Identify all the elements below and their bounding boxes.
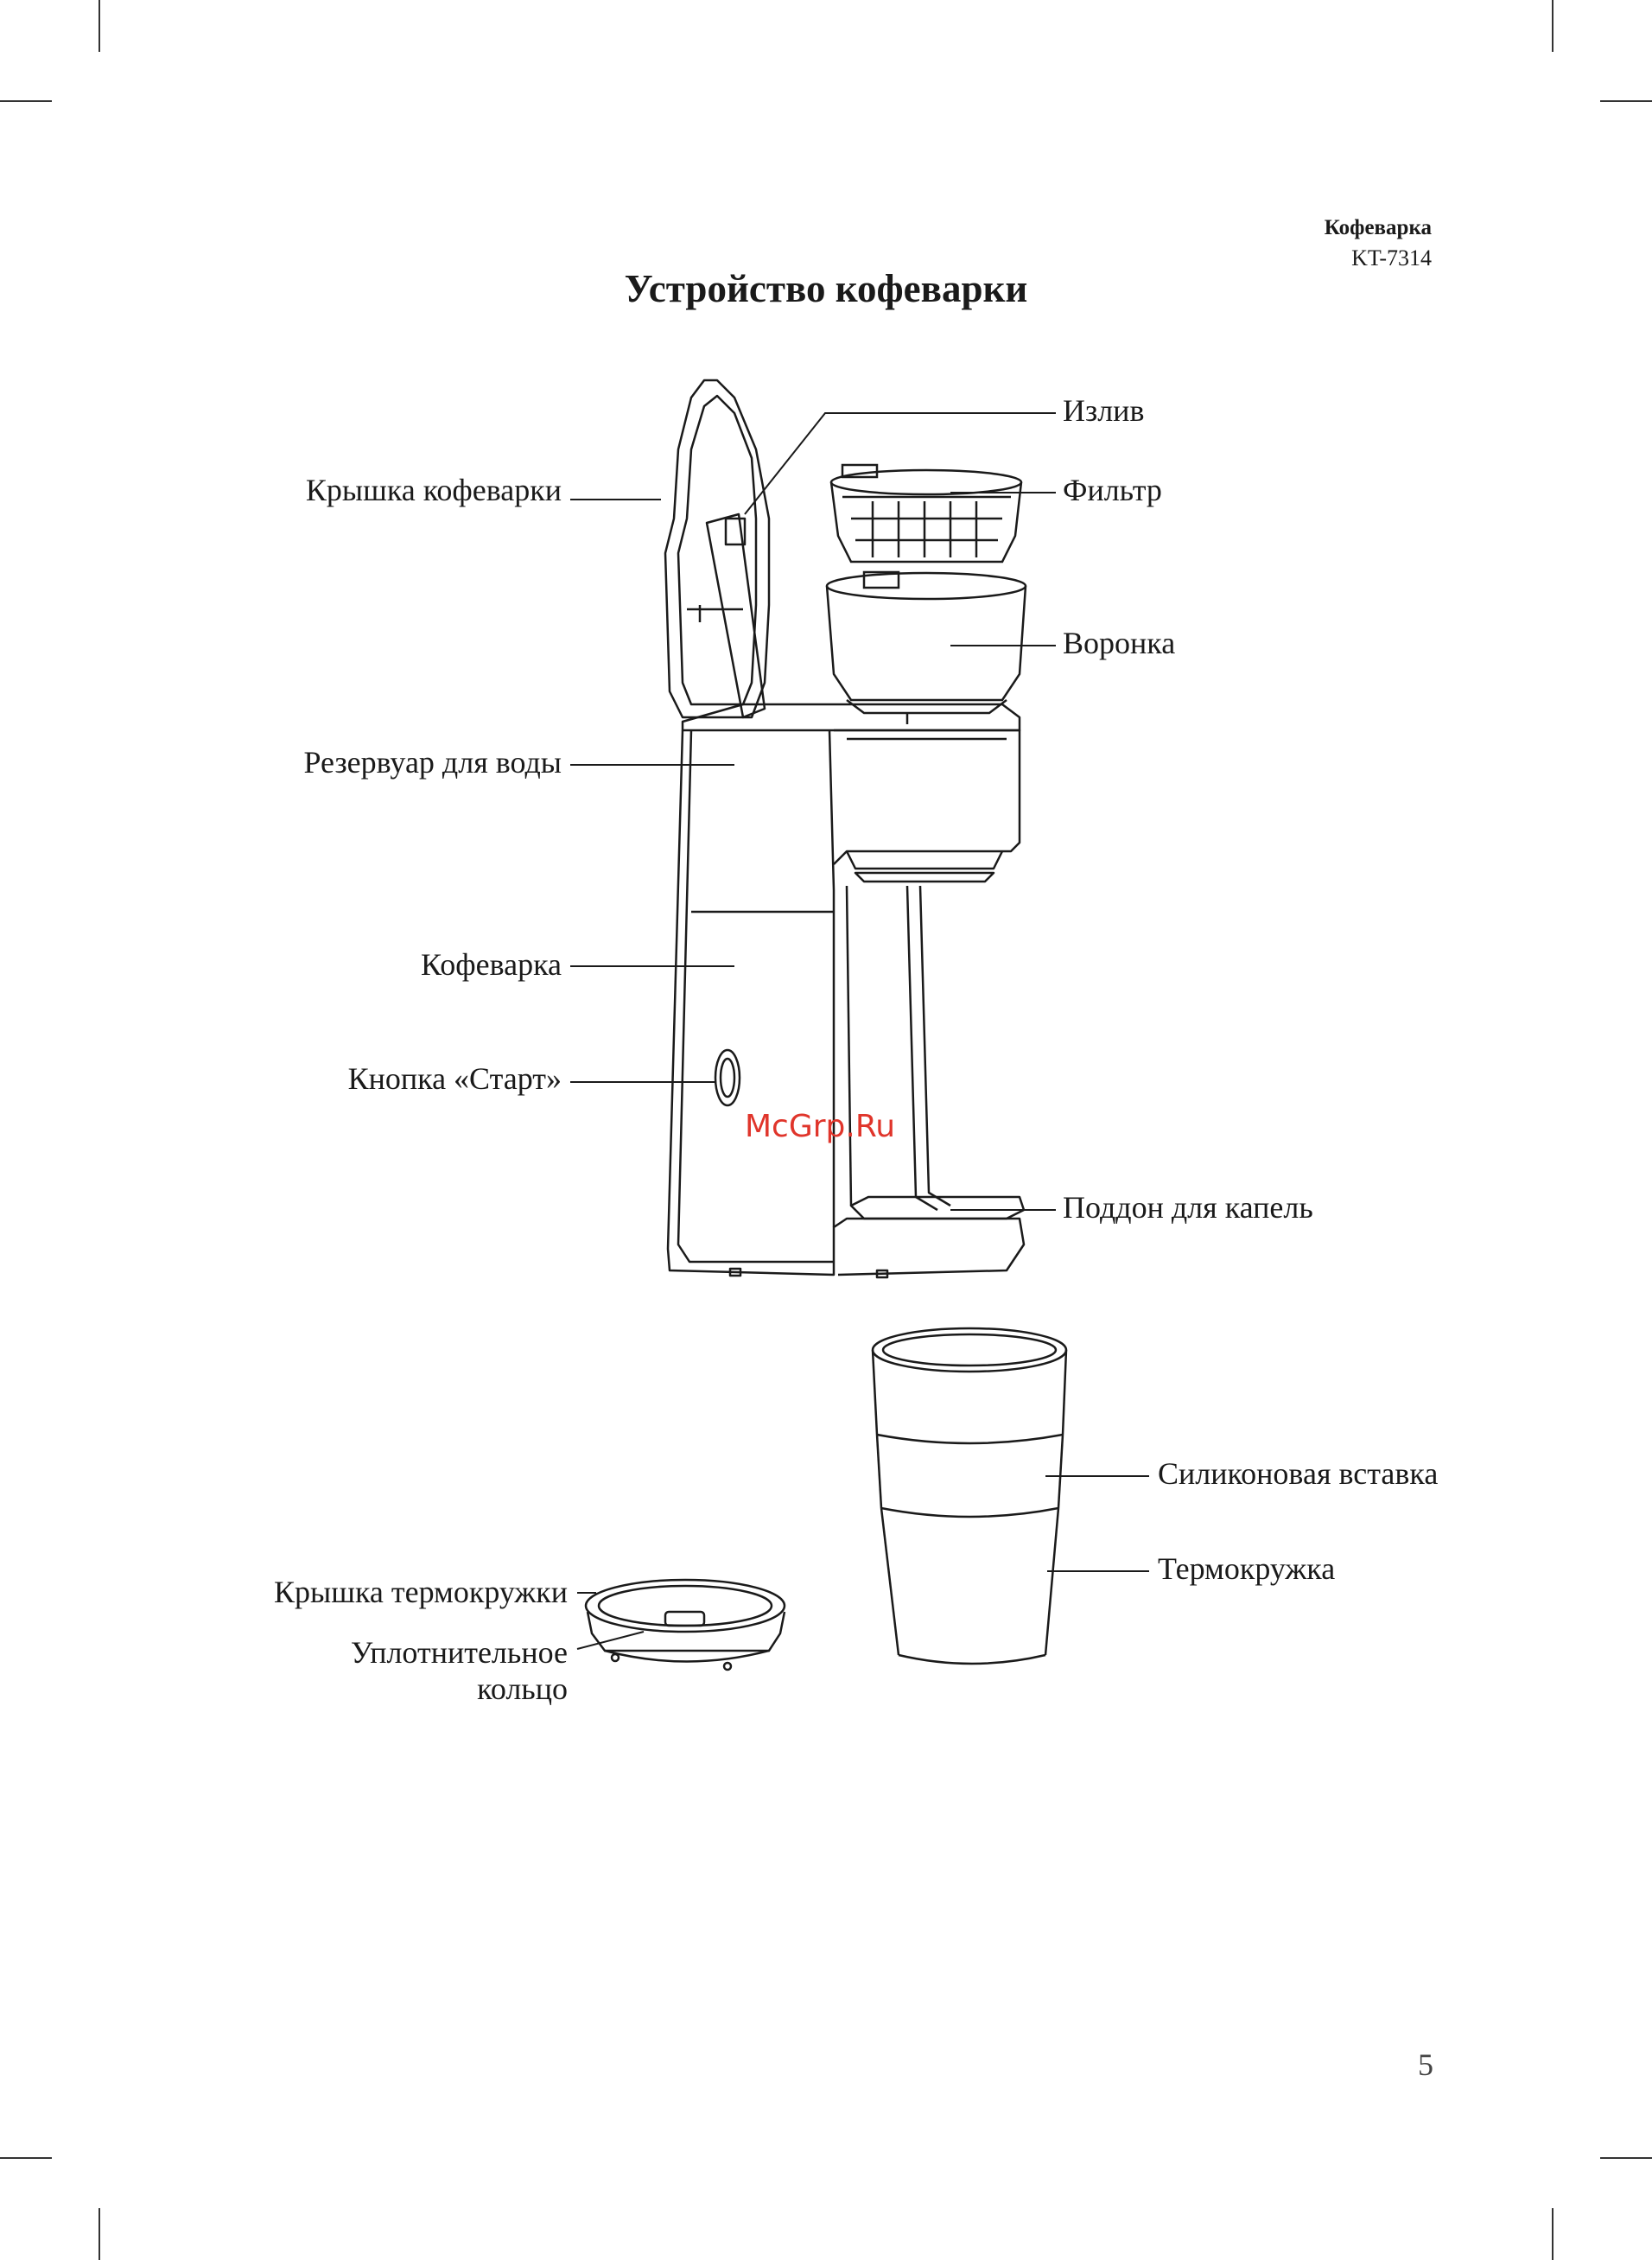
thermo-mug-drawing bbox=[873, 1328, 1066, 1664]
label-funnel: Воронка bbox=[1063, 626, 1175, 661]
label-mug-lid: Крышка термокружки bbox=[274, 1575, 568, 1610]
label-spout: Излив bbox=[1063, 393, 1144, 429]
leader-lines bbox=[570, 413, 1149, 1649]
label-start-button: Кнопка «Старт» bbox=[348, 1061, 562, 1097]
label-lid: Крышка кофеварки bbox=[306, 473, 562, 508]
mug-lid-drawing bbox=[586, 1580, 785, 1670]
label-thermo-mug: Термокружка bbox=[1158, 1551, 1335, 1587]
label-reservoir: Резервуар для воды bbox=[304, 745, 562, 780]
label-filter: Фильтр bbox=[1063, 473, 1162, 508]
label-drip-tray: Поддон для капель bbox=[1063, 1190, 1313, 1225]
label-silicone-insert: Силиконовая вставка bbox=[1158, 1456, 1438, 1492]
page-title: Устройство кофеварки bbox=[0, 266, 1652, 311]
label-seal-ring-line2: кольцо bbox=[477, 1671, 568, 1707]
label-body: Кофеварка bbox=[421, 947, 562, 983]
header-product: Кофеварка bbox=[1325, 216, 1432, 240]
label-seal-ring-line1: Уплотнительное bbox=[351, 1635, 568, 1671]
filter-drawing bbox=[831, 465, 1021, 562]
funnel-drawing bbox=[827, 572, 1026, 724]
watermark: McGrp.Ru bbox=[745, 1109, 895, 1144]
page-number: 5 bbox=[1418, 2047, 1433, 2083]
